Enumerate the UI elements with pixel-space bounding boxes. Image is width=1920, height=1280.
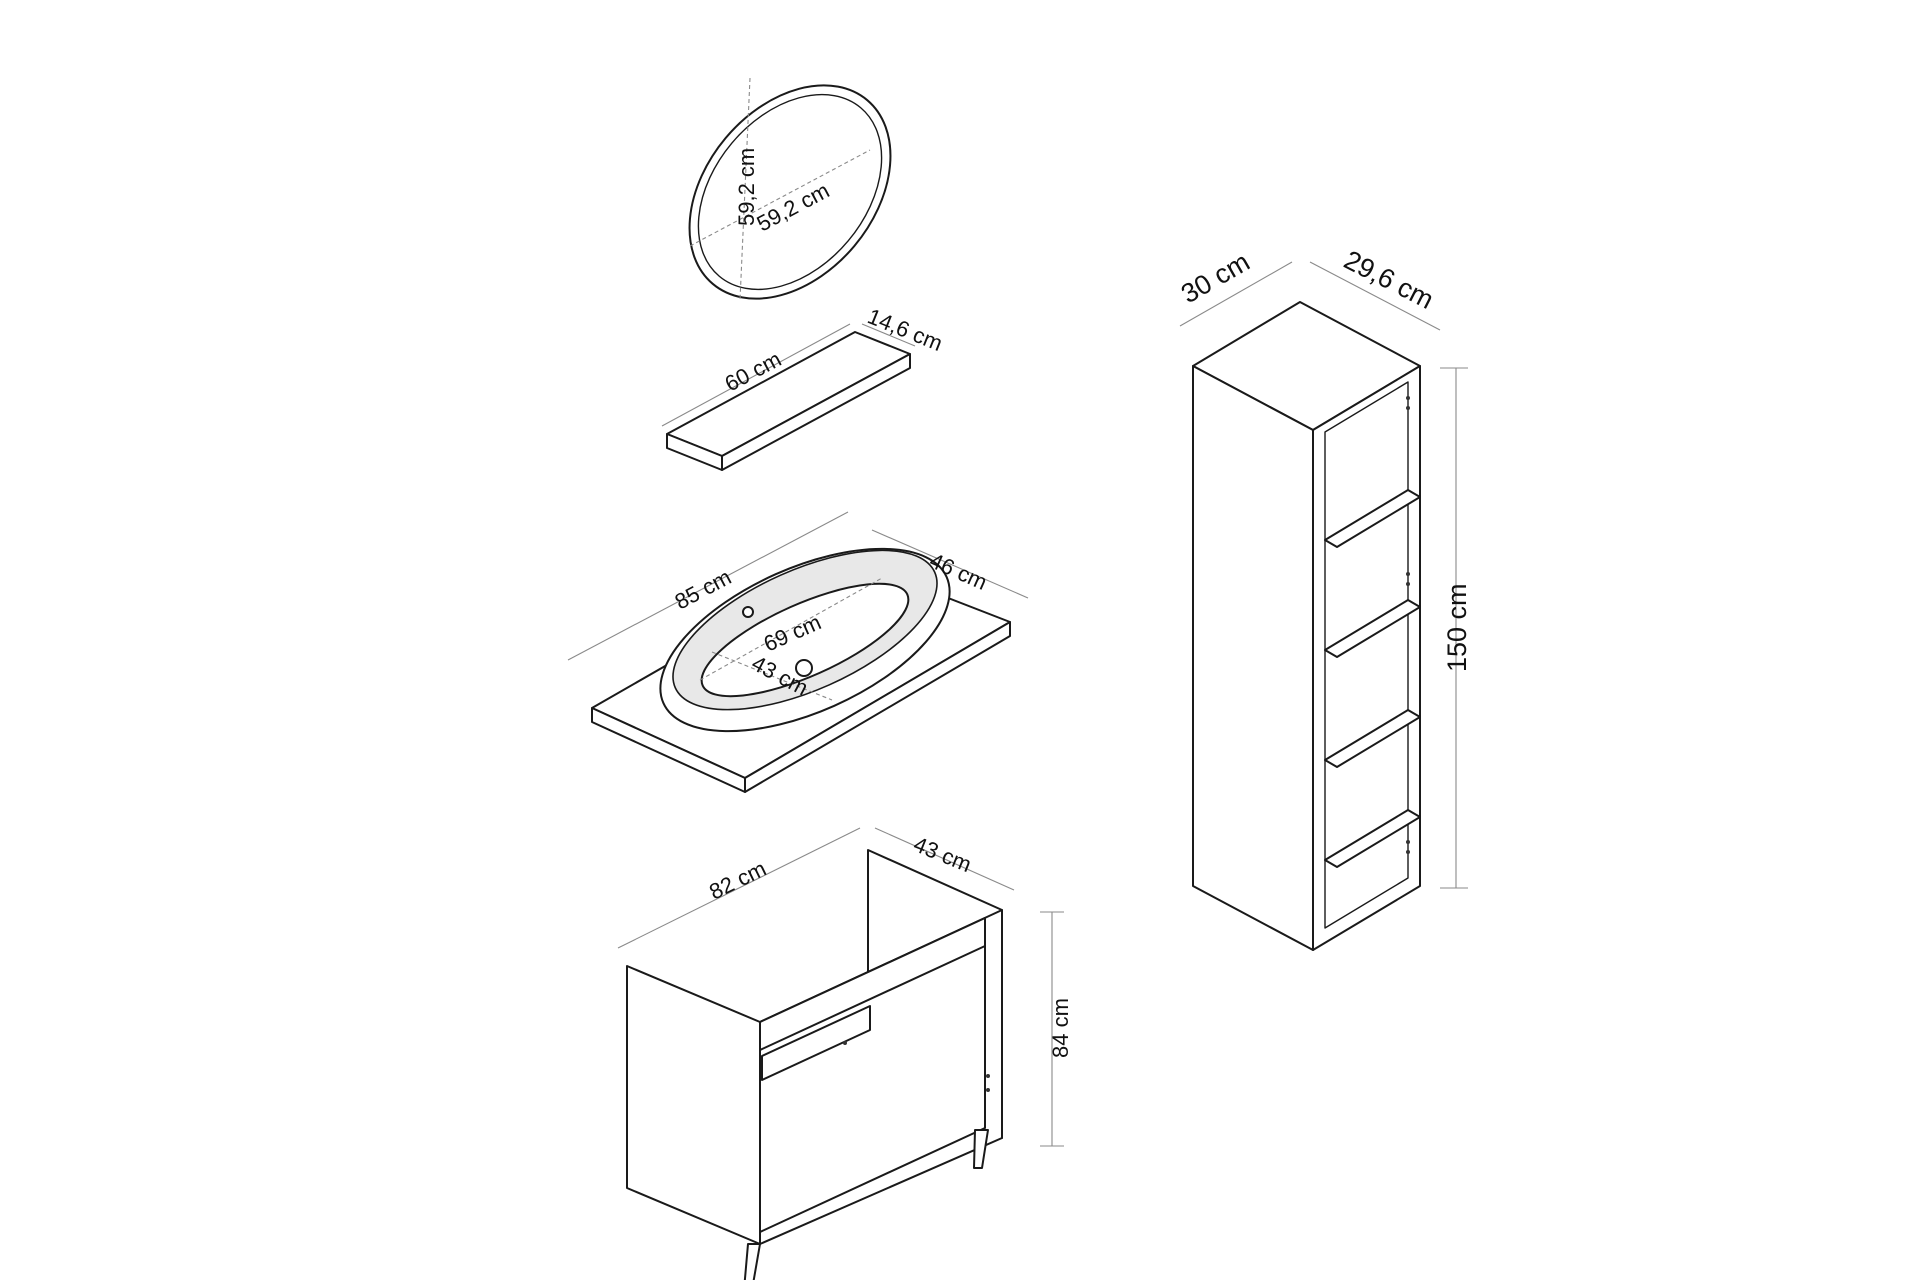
tall-column-cabinet: 30 cm 29,6 cm 150 cm — [1176, 245, 1472, 951]
shelf-width-line — [661, 323, 851, 427]
mirror-height-label: 59,2 cm — [734, 148, 759, 226]
column-width-line — [1179, 261, 1293, 327]
top-width-line — [567, 511, 849, 661]
column-height-label: 150 cm — [1442, 583, 1472, 672]
cabinet-width-label: 82 cm — [705, 856, 770, 905]
mirror-height-line — [739, 77, 751, 301]
cabinet-depth-label: 43 cm — [910, 831, 975, 877]
top-depth-line — [871, 529, 1029, 599]
countertop-with-basin: 85 cm 46 cm 69 cm 43 cm — [567, 511, 1029, 793]
cabinet-depth-line — [874, 827, 1015, 891]
cabinet-width-line — [617, 827, 861, 949]
basin-depth-line — [711, 651, 833, 701]
cabinet-height-label: 84 cm — [1048, 998, 1073, 1058]
mirror-width-line — [689, 149, 871, 247]
column-depth-line — [1309, 261, 1441, 331]
column-depth-label: 29,6 cm — [1339, 245, 1438, 315]
vanity-cabinet: 82 cm 43 cm 84 cm — [617, 827, 1073, 1280]
column-width-label: 30 cm — [1176, 246, 1255, 309]
round-mirror: 59,2 cm 59,2 cm — [688, 77, 892, 301]
shelf-depth-line — [861, 323, 916, 347]
wall-shelf: 60 cm 14,6 cm — [661, 303, 946, 471]
